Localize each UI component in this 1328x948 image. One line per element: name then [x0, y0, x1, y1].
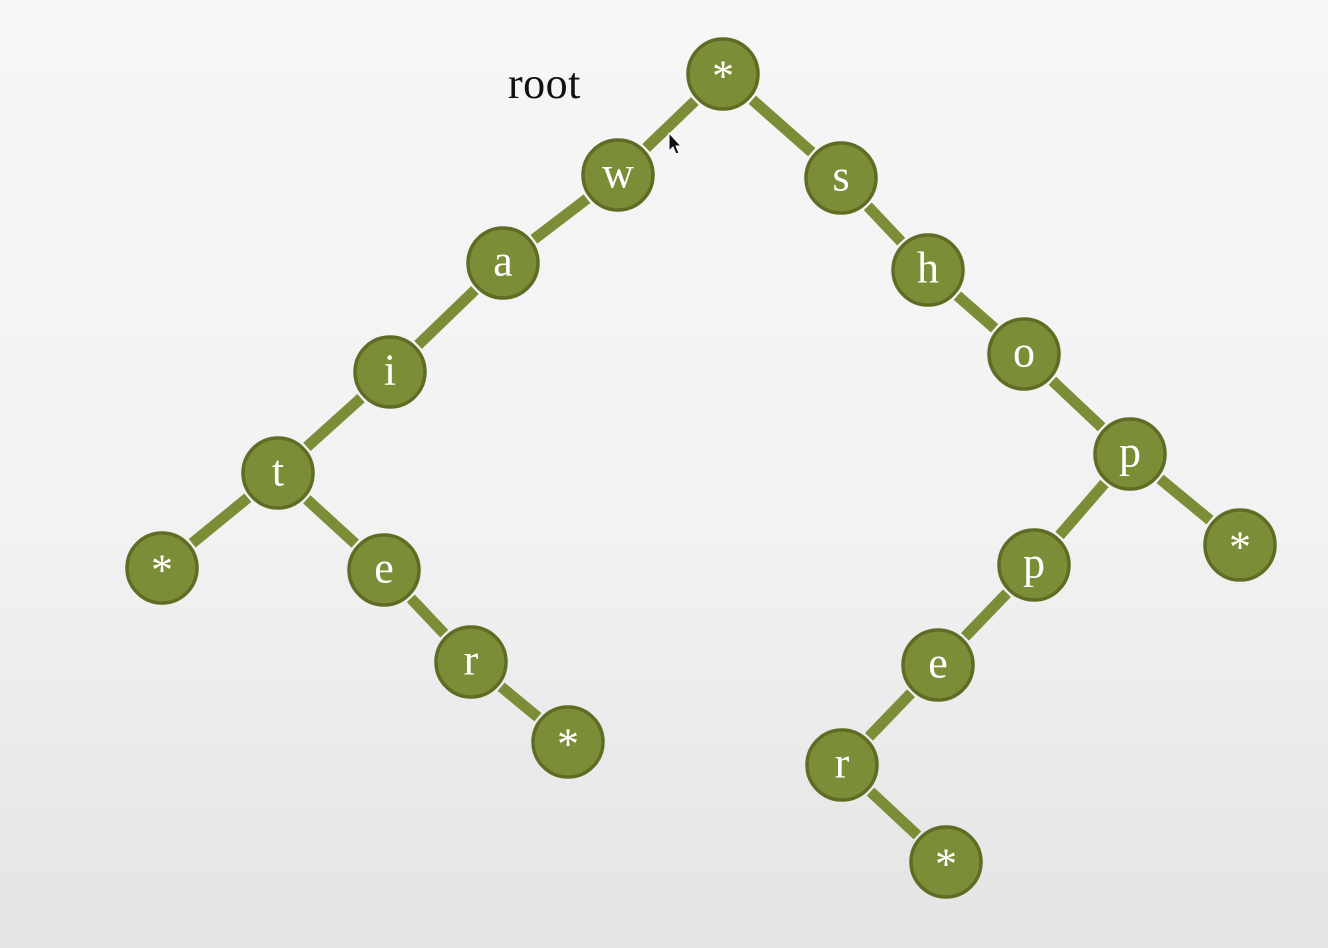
edge-p1-p1-end: [1156, 474, 1214, 525]
node-circle: [1203, 508, 1277, 582]
root-label: root: [508, 59, 581, 108]
node-circle: [347, 533, 421, 607]
node-label: *: [935, 840, 957, 889]
edge-i-t: [303, 394, 365, 451]
mouse-pointer-icon: [668, 132, 682, 155]
node-h: h: [891, 233, 965, 307]
node-circle: [434, 625, 508, 699]
node-r1: r: [434, 625, 508, 699]
node-circle: [997, 528, 1071, 602]
edge-s-h: [863, 202, 906, 246]
node-r2: r: [805, 728, 879, 802]
edge-a-i: [414, 286, 479, 349]
edge-p1-p2: [1055, 479, 1109, 540]
edge-r1-r1-end: [497, 682, 542, 722]
node-circle: [804, 141, 878, 215]
edge-t-e1: [303, 495, 359, 548]
node-r1-end: *: [531, 705, 605, 779]
node-p1: p: [1093, 417, 1167, 491]
node-p2: p: [997, 528, 1071, 602]
node-t: t: [241, 436, 315, 510]
node-label: o: [1013, 328, 1035, 377]
node-o: o: [987, 317, 1061, 391]
edge-e1-r1: [406, 594, 449, 638]
node-label: p: [1119, 428, 1141, 477]
node-s: s: [804, 141, 878, 215]
node-circle: [125, 531, 199, 605]
node-label: i: [384, 346, 396, 395]
node-label: a: [493, 237, 513, 286]
node-circle: [531, 705, 605, 779]
nodes-layer: * w a i t * e r * s h o p * p e r *: [125, 37, 1277, 899]
node-circle: [891, 233, 965, 307]
node-label: w: [602, 149, 634, 198]
node-e2: e: [901, 628, 975, 702]
edge-root-w: [642, 97, 699, 152]
node-circle: [466, 226, 540, 300]
node-circle: [581, 138, 655, 212]
node-t-end: *: [125, 531, 199, 605]
node-circle: [686, 37, 760, 111]
edge-r2-r2-end: [866, 787, 922, 840]
node-p1-end: *: [1203, 508, 1277, 582]
node-circle: [805, 728, 879, 802]
node-circle: [241, 436, 315, 510]
node-label: e: [374, 544, 394, 593]
edge-w-a: [530, 194, 591, 244]
node-circle: [987, 317, 1061, 391]
node-w: w: [581, 138, 655, 212]
edge-root-s: [748, 95, 816, 157]
node-a: a: [466, 226, 540, 300]
node-e1: e: [347, 533, 421, 607]
node-label: p: [1023, 539, 1045, 588]
edge-e2-r2: [865, 689, 915, 741]
node-label: s: [832, 152, 849, 201]
node-label: r: [464, 636, 479, 685]
node-label: *: [712, 52, 734, 101]
node-label: *: [1229, 523, 1251, 572]
node-root: *: [686, 37, 760, 111]
node-i: i: [353, 335, 427, 409]
edge-p2-e2: [961, 589, 1011, 641]
edges-layer: [188, 95, 1214, 840]
node-circle: [353, 335, 427, 409]
node-label: *: [151, 546, 173, 595]
node-r2-end: *: [909, 825, 983, 899]
node-label: e: [928, 639, 948, 688]
node-label: r: [835, 739, 850, 788]
edge-h-o: [953, 291, 999, 333]
edge-t-t-end: [188, 493, 252, 548]
node-label: *: [557, 720, 579, 769]
node-label: h: [917, 244, 939, 293]
node-circle: [1093, 417, 1167, 491]
node-label: t: [272, 447, 284, 496]
node-circle: [901, 628, 975, 702]
node-circle: [909, 825, 983, 899]
edge-o-p1: [1048, 376, 1106, 432]
